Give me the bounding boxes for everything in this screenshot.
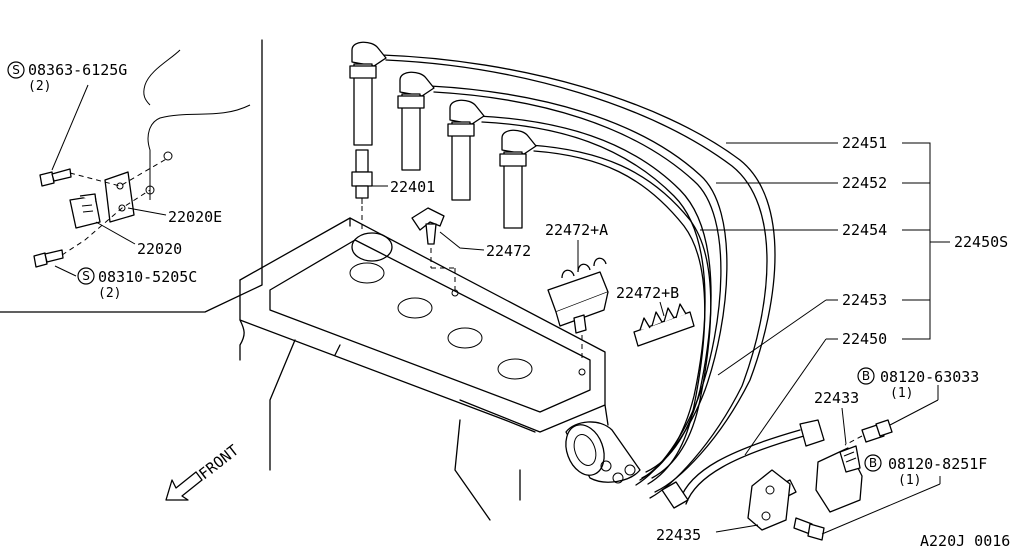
qty-08120-8251F: (1) [898,473,921,488]
engine-block [239,217,641,521]
ignition-wires [349,41,776,499]
label-22450S: 22450S [954,233,1008,251]
qty-08363-6125G: (2) [28,79,51,94]
label-22472: 22472 [486,242,531,260]
label-08310-5205C: 08310-5205C [98,268,197,286]
crank-angle-sensor [69,193,101,229]
s-symbol-icon [7,61,25,79]
qty-08310-5205C: (2) [98,286,121,301]
front-arrow-icon: FRONT [165,441,242,501]
wire-holder-a [547,257,609,362]
spark-plug [351,149,373,232]
qty-08120-63033: (1) [890,386,913,401]
plug-boot-2 [397,71,435,171]
coil-bracket [747,469,791,531]
label-22472-b: 22472+B [616,284,679,302]
s-symbol-icon [77,267,95,285]
label-22433: 22433 [814,389,859,407]
label-22451: 22451 [842,134,887,152]
label-22020: 22020 [137,240,182,258]
label-22401: 22401 [390,178,435,196]
label-22454: 22454 [842,221,887,239]
wire-clamp [411,207,456,290]
plug-boot-3 [447,99,485,201]
b-symbol-icon [857,367,875,385]
svg-text:B: B [862,369,870,383]
label-22452: 22452 [842,174,887,192]
coil-wire [661,419,825,509]
bolt-upper-icon [39,168,72,187]
svg-text:S: S [82,269,90,283]
distributor [565,421,641,484]
b-symbol-icon [864,454,882,472]
front-label: FRONT [195,441,242,483]
sensor-inset [0,39,263,313]
label-22020E: 22020E [168,208,222,226]
bolt-b1-icon [844,419,893,446]
part-labels: S 08363-6125G (2) 22020E 22020 S 08310-5… [7,61,1010,550]
svg-text:S: S [12,63,20,77]
ignition-coil [777,445,863,513]
plug-boot-4 [499,129,537,229]
sensor-bracket [104,171,135,223]
bolt-lower-icon [33,249,64,268]
label-22450: 22450 [842,330,887,348]
label-22435: 22435 [656,526,701,544]
label-08363-6125G: 08363-6125G [28,61,127,79]
label-08120-8251F: 08120-8251F [888,455,987,473]
plug-boot-1 [349,41,387,146]
svg-text:B: B [869,456,877,470]
diagram-id: A220J 0016 [920,532,1010,550]
leader-lines [372,142,950,535]
label-22472-a: 22472+A [545,221,608,239]
bolt-b2-icon [793,517,825,541]
wire-holder-b [633,303,695,347]
label-22453: 22453 [842,291,887,309]
label-08120-63033: 08120-63033 [880,368,979,386]
